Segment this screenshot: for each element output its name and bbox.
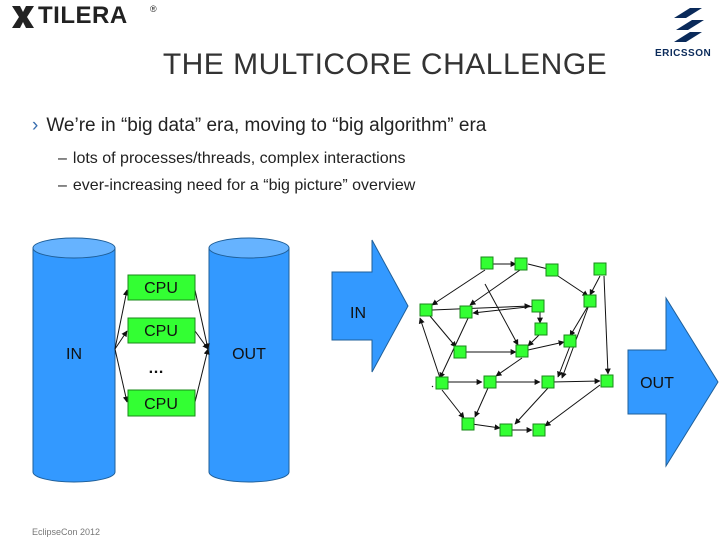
bullet-marker: › <box>32 115 39 136</box>
bullet-text: We’re in “big data” era, moving to “big … <box>46 115 487 136</box>
graph-edges <box>418 261 611 433</box>
graph-node <box>480 256 494 270</box>
graph-node <box>515 344 529 358</box>
cpu-ellipsis: … <box>148 360 164 377</box>
cpu-box: CPU <box>127 317 196 344</box>
footer-text: EclipseCon 2012 <box>32 527 101 537</box>
cpu-box: CPU <box>127 274 196 301</box>
output-arrow: OUT <box>627 296 719 468</box>
bullet-item: › We’re in “big data” era, moving to “big… <box>32 115 486 137</box>
input-arrow: IN <box>331 239 409 373</box>
tilera-logo-text: TILERA <box>38 2 128 29</box>
sub-bullet-text: lots of processes/threads, complex inter… <box>72 150 406 167</box>
tilera-registered-mark: ® <box>150 4 157 14</box>
graph-node <box>499 423 513 437</box>
sub-bullet-dash: – <box>58 150 67 167</box>
cpu-label: CPU <box>144 280 178 297</box>
graph-node <box>514 257 528 271</box>
output-arrow-label: OUT <box>640 375 674 392</box>
cylinder-in-label: IN <box>66 346 82 363</box>
graph-node <box>532 423 546 437</box>
input-cylinder: IN <box>32 237 116 483</box>
graph-node <box>483 375 497 389</box>
sub-bullet-item: –lots of processes/threads, complex inte… <box>58 150 406 168</box>
output-cylinder: OUT <box>208 237 290 483</box>
sub-bullet-text: ever-increasing need for a “big picture”… <box>72 177 416 194</box>
input-arrow-label: IN <box>350 305 366 322</box>
cpu-arrows <box>114 289 210 403</box>
sub-bullet-dash: – <box>58 177 67 194</box>
ericsson-logo-text: ERICSSON <box>655 48 712 59</box>
graph-node <box>593 262 607 276</box>
graph-nodes <box>419 256 614 437</box>
cylinder-out-label: OUT <box>232 346 266 363</box>
graph-node <box>531 299 545 313</box>
ericsson-logo-icon <box>668 6 708 51</box>
graph-node <box>563 334 577 348</box>
graph-node <box>419 303 433 317</box>
graph-node <box>545 263 559 277</box>
graph-node <box>459 305 473 319</box>
cpu-box: CPU <box>127 389 196 417</box>
graph-node <box>541 375 555 389</box>
graph-node <box>600 374 614 388</box>
graph-node <box>534 322 548 336</box>
graph-node <box>461 417 475 431</box>
slide-title: THE MULTICORE CHALLENGE <box>162 48 608 81</box>
tilera-logo-icon <box>10 4 36 35</box>
sub-bullet-item: –ever-increasing need for a “big picture… <box>58 177 415 195</box>
graph-node <box>453 345 467 359</box>
graph-node <box>583 294 597 308</box>
cpu-label: CPU <box>144 323 178 340</box>
graph-node <box>435 376 449 390</box>
cpu-label: CPU <box>144 396 178 413</box>
